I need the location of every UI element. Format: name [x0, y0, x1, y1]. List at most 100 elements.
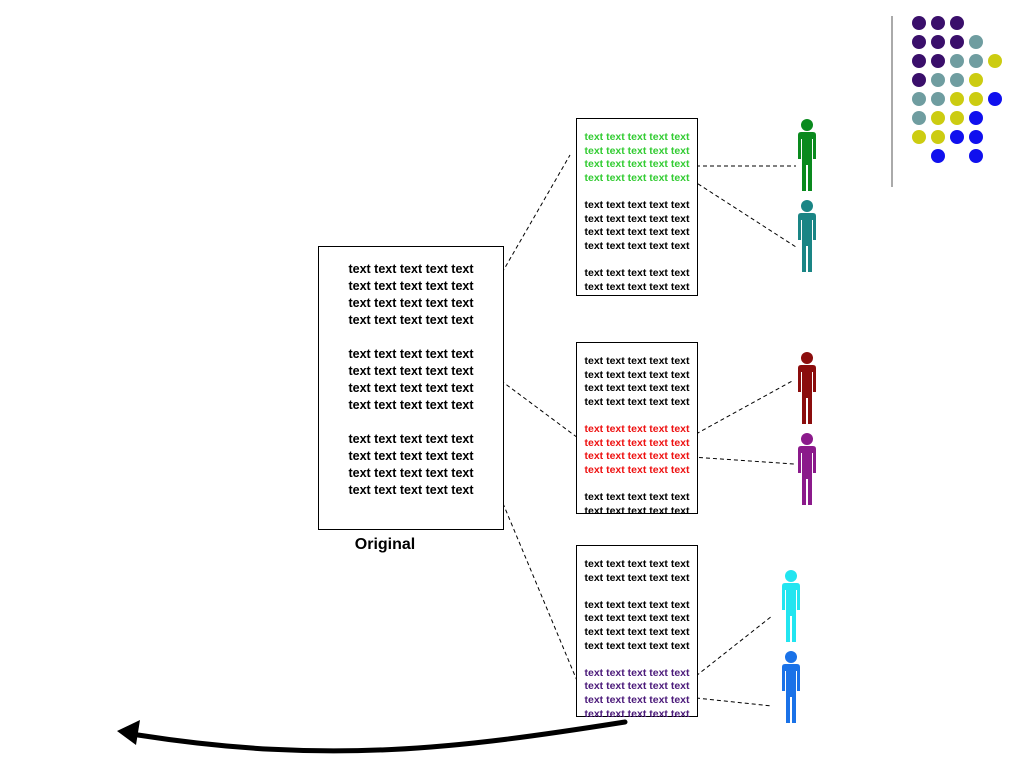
decorative-dot	[912, 130, 926, 144]
text-line: text text text text text	[584, 598, 690, 611]
text-line: text text text text text	[584, 368, 690, 381]
person-body	[782, 583, 800, 642]
original-document: text text text text text text text text t…	[318, 246, 504, 530]
decorative-dot	[912, 54, 926, 68]
text-line: text text text text text	[584, 436, 690, 449]
original-label: Original	[354, 536, 416, 553]
connector-copy-2-to-person-darkred	[695, 379, 795, 435]
arrow-curve	[135, 719, 628, 754]
decorative-dot	[912, 111, 926, 125]
connector-original-to-copy-2	[483, 367, 579, 439]
decorative-dot	[931, 35, 945, 49]
decorative-dot	[931, 73, 945, 87]
text-line: text text text text text	[348, 262, 474, 276]
person-icon-blue	[782, 651, 800, 723]
decorative-dot	[969, 54, 983, 68]
text-line: text text text text text	[348, 483, 474, 497]
person-head	[801, 200, 813, 212]
decorative-dot	[931, 92, 945, 106]
text-line: text text text text text	[584, 131, 690, 143]
decorative-dot	[950, 130, 964, 144]
decorative-dot	[950, 111, 964, 125]
arrow-head-icon	[117, 720, 140, 745]
text-line: text text text text text	[348, 466, 474, 480]
person-body	[798, 446, 816, 505]
text-line: text text text text text	[584, 571, 690, 584]
text-line: text text text text text	[584, 707, 690, 720]
connector-original-to-copy-1	[487, 154, 571, 298]
decorative-dot	[931, 130, 945, 144]
decorative-dot	[969, 92, 983, 106]
text-line: text text text text text	[584, 158, 690, 171]
decorative-dot	[950, 16, 964, 30]
original-connectors	[483, 154, 579, 684]
decorative-dot	[931, 111, 945, 125]
text-line: text text text text text	[584, 144, 690, 157]
text-line: text text text text text	[584, 423, 690, 435]
text-line: text text text text text	[348, 347, 474, 361]
connector-copy-3-to-person-blue	[695, 697, 773, 707]
person-head	[801, 433, 813, 445]
person-head	[801, 119, 813, 131]
text-line: text text text text text	[584, 612, 690, 625]
decorative-dot	[969, 111, 983, 125]
text-line: text text text text text	[584, 199, 690, 211]
decorative-dot	[988, 54, 1002, 68]
text-line: text text text text text	[348, 364, 474, 378]
text-line: text text text text text	[584, 558, 690, 570]
text-line: text text text text text	[584, 666, 690, 679]
text-line: text text text text text	[584, 395, 690, 408]
person-head	[785, 651, 797, 663]
person-body	[798, 213, 816, 272]
text-line: text text text text text	[584, 639, 690, 652]
decorative-dot	[950, 92, 964, 106]
decorative-dot	[931, 149, 945, 163]
text-line: text text text text text	[584, 450, 690, 463]
person-icon-green	[798, 119, 816, 191]
text-line: text text text text text	[584, 694, 690, 706]
return-arrow	[117, 719, 628, 754]
person-body	[798, 132, 816, 191]
decorative-dot	[912, 35, 926, 49]
person-head	[801, 352, 813, 364]
person-icon-darkred	[798, 352, 816, 424]
decorative-dot-grid	[912, 16, 1002, 163]
decorative-dot	[969, 73, 983, 87]
connector-copy-3-to-person-cyan	[695, 615, 773, 677]
decorative-dot	[912, 16, 926, 30]
connector-original-to-copy-3	[483, 457, 579, 684]
text-line: text text text text text	[584, 280, 690, 293]
decorative-dot	[912, 92, 926, 106]
text-line: text text text text text	[348, 313, 474, 327]
text-line: text text text text text	[348, 381, 474, 395]
text-line: text text text text text	[584, 226, 690, 239]
connector-copy-2-to-person-purple	[691, 456, 795, 465]
text-line: text text text text text	[348, 296, 474, 310]
person-icon-cyan	[782, 570, 800, 642]
text-line: text text text text text	[584, 491, 690, 503]
decorative-dot	[950, 35, 964, 49]
connector-copy-1-to-person-teal	[691, 179, 797, 248]
decorative-dot	[988, 92, 1002, 106]
decorative-dot	[969, 35, 983, 49]
text-line: text text text text text	[584, 267, 690, 279]
text-line: text text text text text	[348, 432, 474, 446]
decorative-dot	[969, 149, 983, 163]
decorative-dot	[931, 54, 945, 68]
text-line: text text text text text	[584, 239, 690, 252]
decorative-dot	[950, 54, 964, 68]
text-line: text text text text text	[584, 463, 690, 476]
person-icon-teal	[798, 200, 816, 272]
text-line: text text text text text	[584, 504, 690, 517]
text-line: text text text text text	[584, 212, 690, 225]
text-line: text text text text text	[584, 382, 690, 395]
person-connectors	[691, 165, 797, 707]
decorative-dot	[969, 130, 983, 144]
person-head	[785, 570, 797, 582]
text-line: text text text text text	[584, 171, 690, 184]
person-body	[798, 365, 816, 424]
